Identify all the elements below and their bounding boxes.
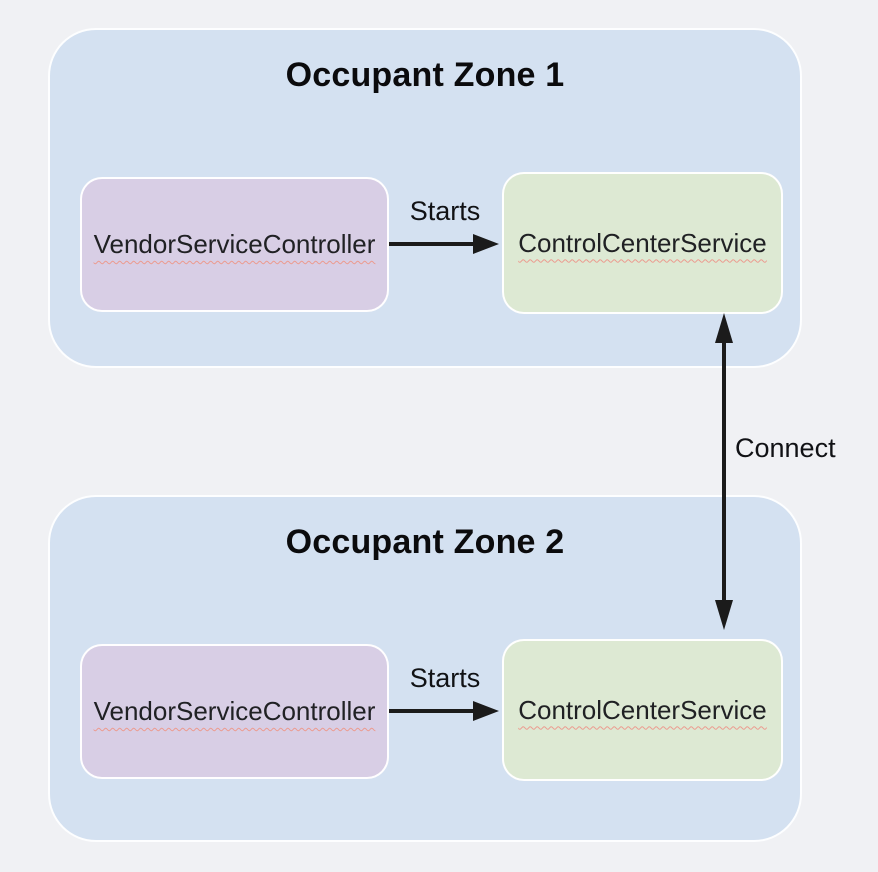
vendor-service-controller-label: VendorServiceController xyxy=(93,696,376,726)
starts-arrow-label-zone-2: Starts xyxy=(409,663,481,693)
vendor-service-controller-label: VendorServiceController xyxy=(93,229,376,259)
connect-arrow-label: Connect xyxy=(735,433,836,463)
vendor-service-controller-node-zone-2: VendorServiceController xyxy=(80,644,389,779)
vendor-service-controller-node-zone-1: VendorServiceController xyxy=(80,177,389,312)
zone-1-title: Occupant Zone 1 xyxy=(285,56,565,94)
control-center-service-label: ControlCenterService xyxy=(518,227,767,258)
zone-2-title: Occupant Zone 2 xyxy=(285,523,565,561)
starts-arrowhead-icon xyxy=(473,701,499,721)
control-center-service-node-zone-1: ControlCenterService xyxy=(502,172,783,314)
starts-arrow-label-zone-1: Starts xyxy=(409,196,481,226)
starts-arrow-zone-1 xyxy=(389,234,499,254)
connect-arrowhead-up-icon xyxy=(715,313,733,343)
starts-arrowhead-icon xyxy=(473,234,499,254)
occupant-zone-1: Occupant Zone 1 VendorServiceController … xyxy=(48,28,802,368)
control-center-service-label: ControlCenterService xyxy=(518,694,767,725)
connect-arrowhead-down-icon xyxy=(715,600,733,630)
control-center-service-node-zone-2: ControlCenterService xyxy=(502,639,783,781)
starts-arrow-zone-2 xyxy=(389,701,499,721)
connect-arrow xyxy=(715,313,733,630)
occupant-zone-2: Occupant Zone 2 VendorServiceController … xyxy=(48,495,802,842)
